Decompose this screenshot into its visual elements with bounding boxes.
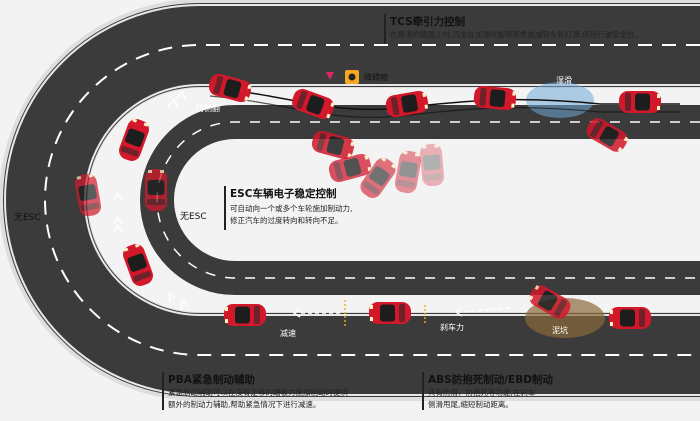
label-no-esc-outer: 无ESC <box>14 213 41 223</box>
tag-slippery: 湿滑 <box>556 76 572 85</box>
tag-decelerate: 减速 <box>280 329 296 338</box>
warning-triangle-icon <box>326 72 334 80</box>
esc-bar <box>224 186 226 230</box>
abs-desc-line1: 具有防滑、防抱死等功能,在刹车 <box>428 388 536 397</box>
car-bottom-4 <box>609 307 651 329</box>
label-no-esc-inner: 无ESC <box>180 212 207 222</box>
esc-desc-line2: 修正汽车的过度转向和转向不足。 <box>230 216 343 225</box>
pba-desc-line1: 紧急制动辅助可以在没有足够的踏板力施加制动时提供 <box>168 388 348 397</box>
tag-brake-force: 刹车力 <box>440 323 464 332</box>
abs-desc-line2: 侧滑甩尾,缩短制动距离。 <box>428 400 513 409</box>
car-bottom-1 <box>224 304 266 326</box>
tag-side-slip: 防侧翻 <box>196 104 220 113</box>
car-bottom-2 <box>369 302 411 324</box>
slippery-area <box>526 82 594 118</box>
car-top-5 <box>619 91 661 113</box>
car-left-2 <box>145 169 167 211</box>
pba-bar <box>162 372 164 410</box>
motion-chevrons-left <box>113 90 189 310</box>
motion-arrows-bottom <box>292 307 511 318</box>
esc-title: ESC车辆电子稳定控制 <box>230 188 337 200</box>
abs-title: ABS防抱死制动/EBD制动 <box>428 374 553 386</box>
tag-mud: 泥坑 <box>552 326 568 335</box>
tag-obstacle: 障碍物 <box>364 73 388 82</box>
car-top-4 <box>473 85 517 111</box>
tcs-bar <box>384 14 386 44</box>
obstacle-icon <box>345 70 359 84</box>
pba-desc-line2: 额外的制动力辅助,帮助紧急情况下进行减速。 <box>168 400 321 409</box>
lane-center-line <box>44 44 700 356</box>
car-ghost-5 <box>419 143 445 187</box>
tcs-title: TCS牵引力控制 <box>390 16 466 28</box>
tcs-desc: 在易滑的路面上时,汽车在加速时能够避免或减轻车轮打滑,保持行驶安全性。 <box>390 30 643 39</box>
road-edge-outer <box>4 4 700 396</box>
esc-desc-line1: 可自动向一个或多个车轮施加制动力, <box>230 204 353 213</box>
pba-title: PBA紧急制动辅助 <box>168 374 255 386</box>
abs-bar <box>422 372 424 410</box>
